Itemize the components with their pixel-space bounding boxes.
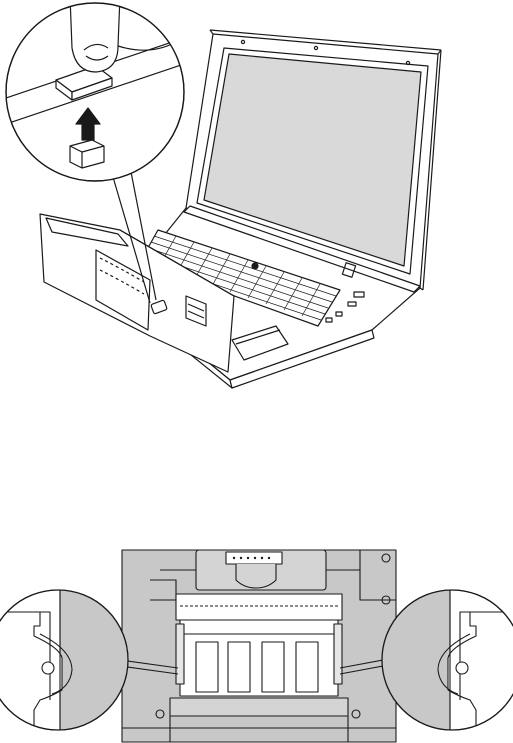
zoom-callout-connector — [0, 0, 190, 181]
memory-module-icon — [180, 620, 338, 696]
laptop-illustration — [0, 0, 513, 400]
left-latch-callout — [0, 580, 140, 743]
laptop-svg — [0, 0, 513, 400]
memory-slot-svg — [0, 540, 513, 743]
memory-slot-illustration — [0, 540, 513, 743]
